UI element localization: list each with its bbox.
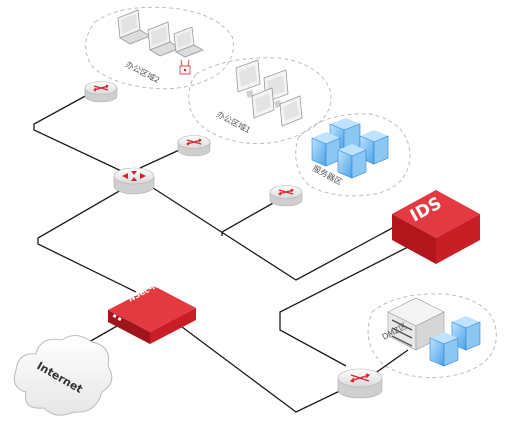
wifi-ap-icon xyxy=(179,59,191,75)
zone-server xyxy=(295,113,411,197)
zone-office2 xyxy=(85,6,234,90)
cloud-icon xyxy=(13,335,113,416)
zone-office1 xyxy=(188,57,332,145)
switch-office2 xyxy=(84,81,118,103)
laptop-icon xyxy=(117,9,151,45)
link-ids-dmz xyxy=(279,245,411,367)
zone-dmz xyxy=(367,293,497,379)
switch-server xyxy=(269,185,303,207)
switch-office1 xyxy=(177,135,211,157)
office2-devices: 办公区域2 xyxy=(117,9,204,85)
zone-label-office1: 办公区域1 xyxy=(215,109,252,135)
firewall-appliance: NSec-NF xyxy=(108,278,196,344)
ids-appliance: IDS xyxy=(392,190,480,264)
server-area: 服务器区 xyxy=(311,118,389,187)
router-arrows-icon xyxy=(122,171,146,181)
laptop-icon xyxy=(173,26,204,58)
server-icon xyxy=(337,144,367,179)
laptop-icon xyxy=(147,21,181,57)
internet-cloud: Internet xyxy=(13,335,113,416)
zone-label-office2: 办公区域2 xyxy=(124,59,161,85)
desktop-monitor-icon xyxy=(251,87,275,119)
dmz-area: DMZ区 xyxy=(381,297,481,367)
switch-dmz xyxy=(337,368,383,399)
link-office2-router xyxy=(33,87,133,177)
core-router xyxy=(113,167,155,195)
rack-server-icon xyxy=(387,297,445,351)
link-router-firewall xyxy=(37,185,137,293)
link-dmz-switch-servers xyxy=(373,349,409,375)
link-router-ids xyxy=(149,185,397,281)
link-server-switch-core xyxy=(221,197,283,236)
desktop-monitor-icon xyxy=(279,95,303,127)
network-links xyxy=(33,87,411,413)
office1-devices: 办公区域1 xyxy=(215,59,303,135)
server-icon xyxy=(311,132,341,167)
desktop-monitor-icon xyxy=(235,59,261,98)
link-firewall-dmz xyxy=(169,317,347,413)
server-icon xyxy=(429,332,459,367)
